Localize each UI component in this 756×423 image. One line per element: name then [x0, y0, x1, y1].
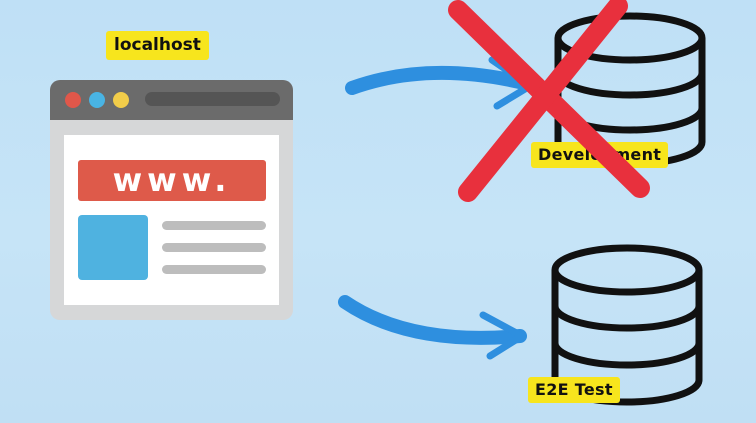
browser-window-icon — [50, 80, 293, 320]
url-banner — [78, 160, 266, 201]
arrow-to-development-icon — [345, 56, 535, 110]
development-label: Development — [531, 142, 669, 168]
image-block — [78, 215, 148, 280]
red-dot-icon — [65, 92, 81, 108]
address-bar — [145, 92, 280, 106]
localhost-label: localhost — [106, 31, 209, 60]
text-line — [162, 265, 266, 274]
arrow-to-e2e-test-icon — [338, 295, 527, 360]
text-line — [162, 243, 266, 252]
e2e-test-label: E2E Test — [528, 377, 620, 403]
text-line — [162, 221, 266, 230]
e2e-test-database-icon — [551, 244, 703, 406]
yellow-dot-icon — [113, 92, 129, 108]
blue-dot-icon — [89, 92, 105, 108]
browser-url-text: www. — [112, 161, 232, 199]
